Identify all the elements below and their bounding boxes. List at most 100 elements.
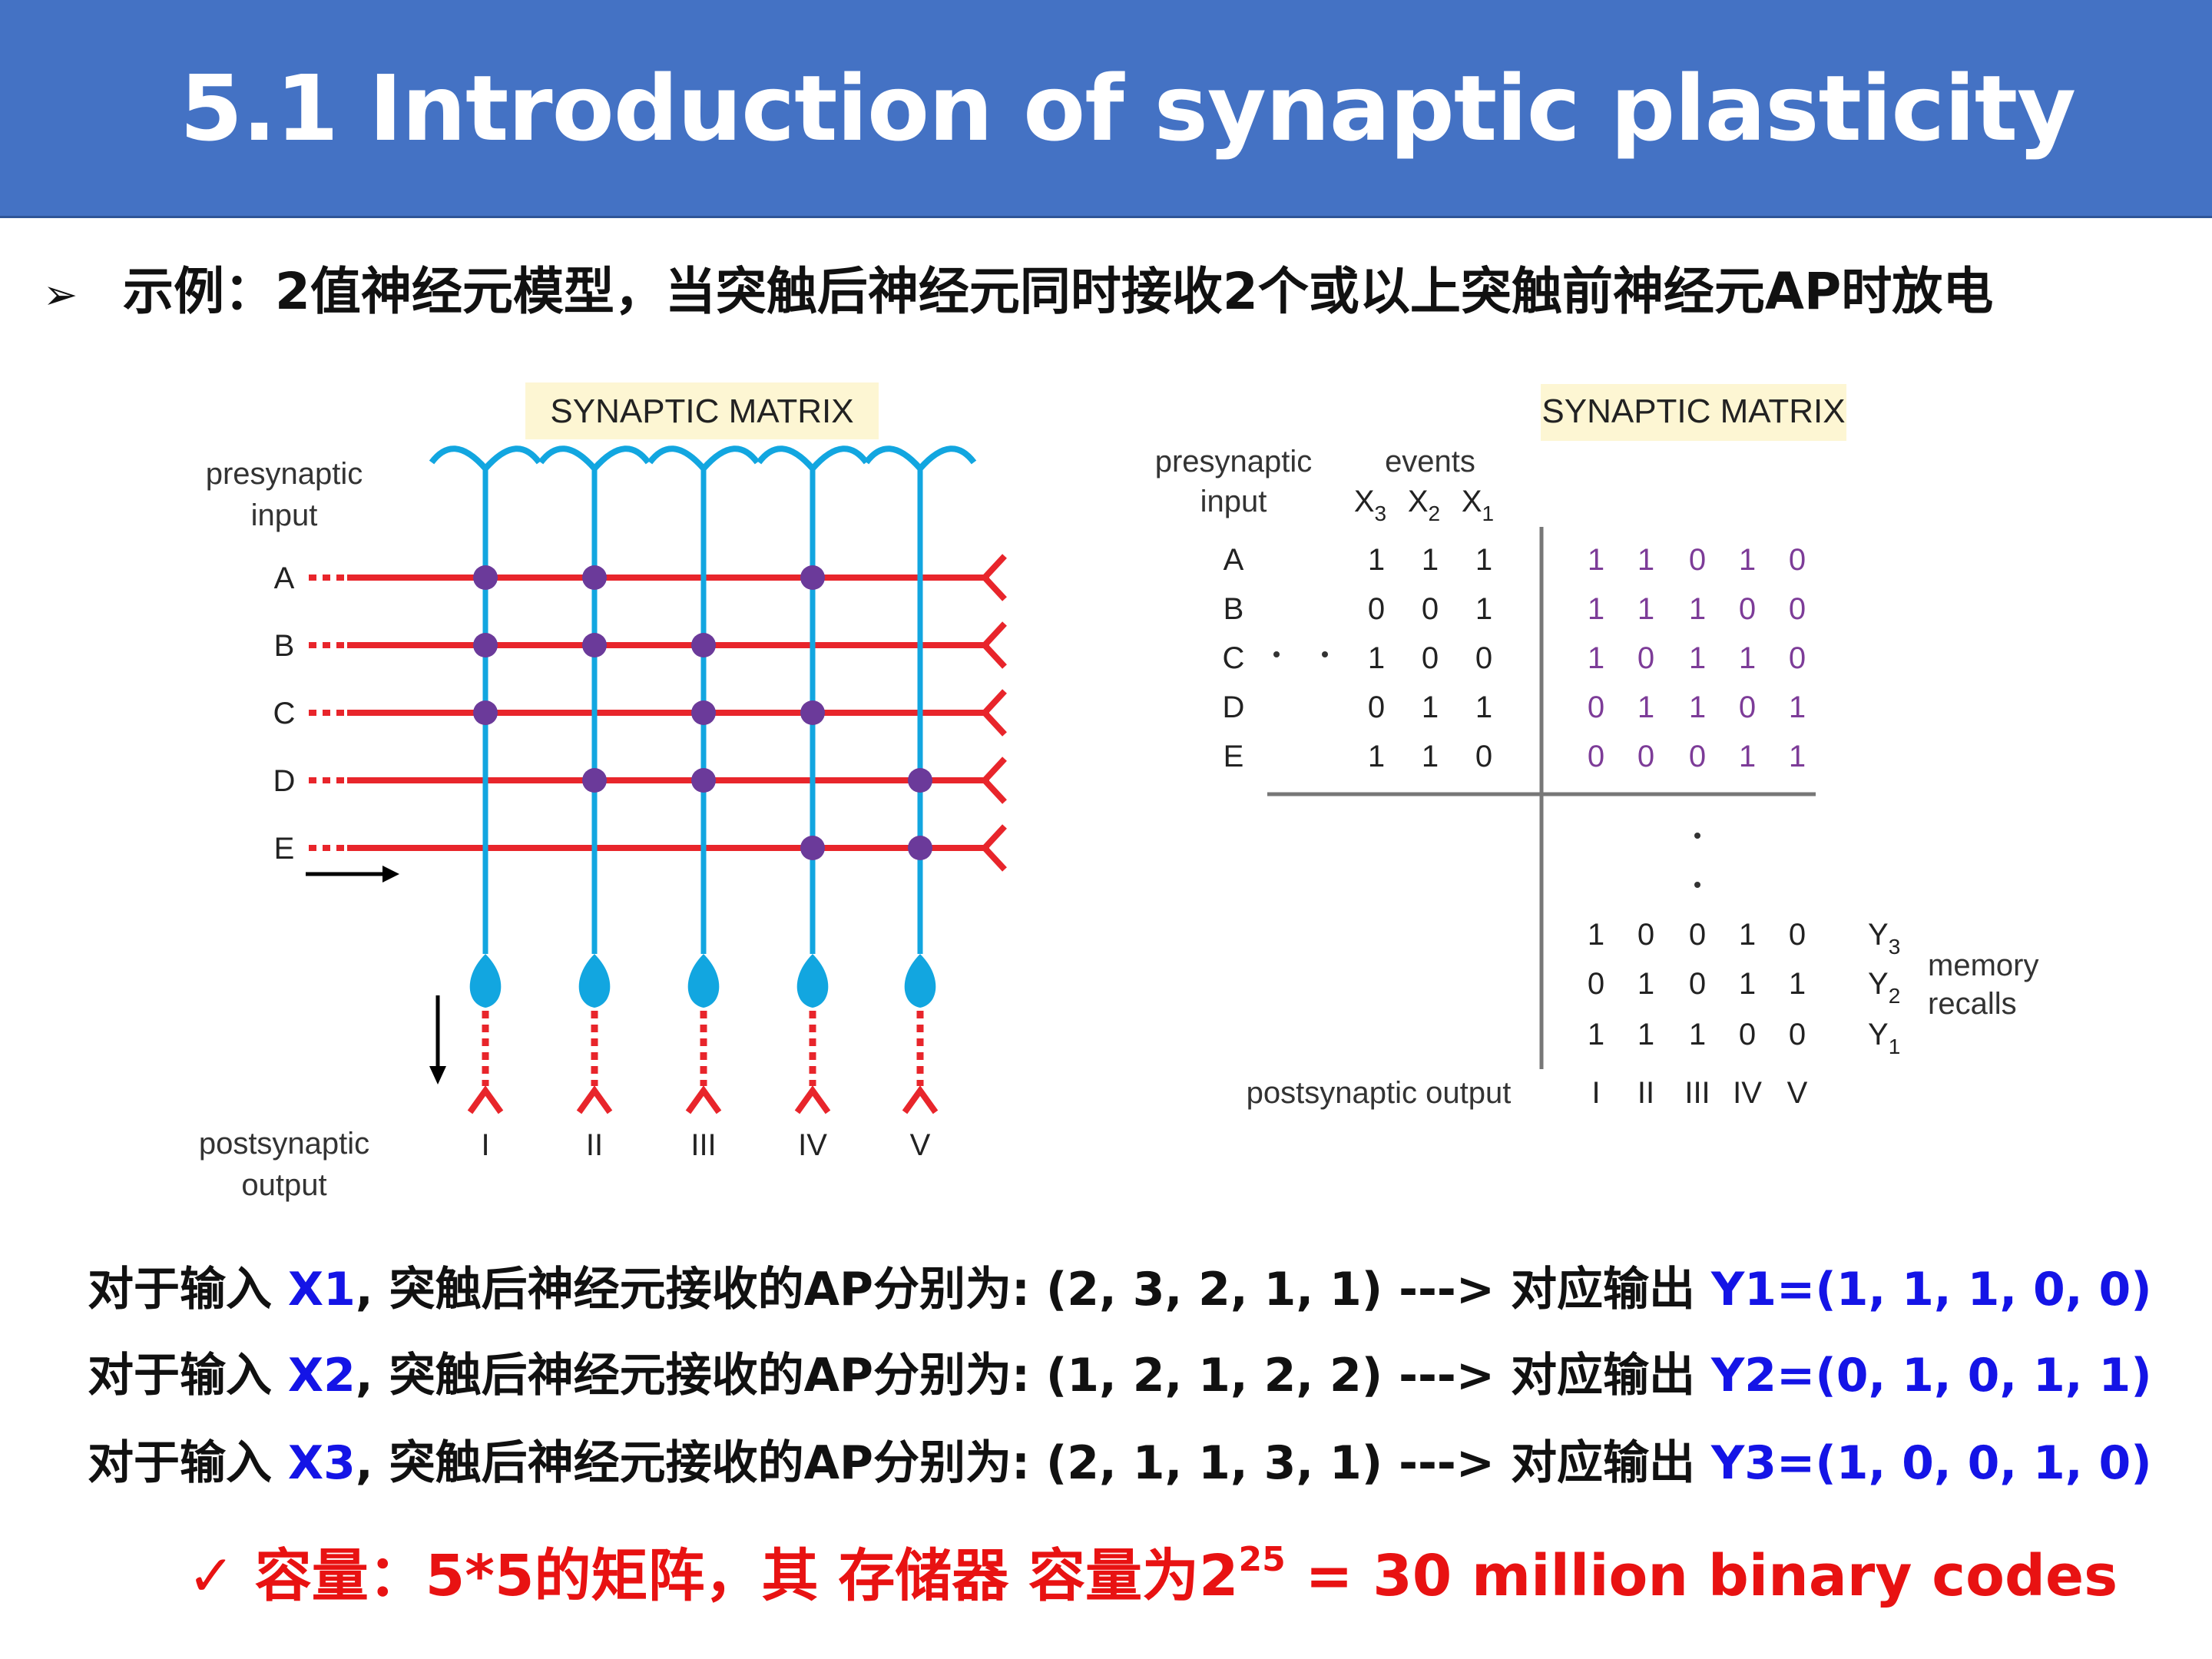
capacity-note: ✓ 容量：5*5的矩阵，其 存储器 容量为225 = 30 million bi… <box>187 1530 2118 1612</box>
event-header: X1 <box>1462 485 1494 525</box>
row-label: A <box>274 561 295 595</box>
matrix-weight: 1 <box>1739 543 1756 577</box>
ellipsis-dot <box>1273 651 1280 657</box>
line-prefix: 对于输入 <box>88 1263 288 1316</box>
right-presynaptic-label-2: input <box>1200 485 1267 518</box>
example-bullet: ➢示例：2值神经元模型，当突触后神经元同时接收2个或以上突触前神经元AP时放电 <box>43 250 1993 324</box>
presynaptic-axon <box>309 689 1007 737</box>
matrix-weight: 0 <box>1588 740 1604 773</box>
matrix-weight: 0 <box>1637 641 1654 675</box>
column-label: III <box>1684 1076 1710 1110</box>
synapse-dot <box>800 565 825 590</box>
vertical-arrow-head <box>429 1066 446 1084</box>
event-value: 1 <box>1475 592 1492 626</box>
input-line-1: 对于输入 X1, 突触后神经元接收的AP分别为: (2, 3, 2, 1, 1)… <box>88 1252 2152 1319</box>
left-banner: SYNAPTIC MATRIX <box>550 392 853 430</box>
presynaptic-label-1: presynaptic <box>206 457 363 491</box>
row-label: D <box>273 764 296 798</box>
recall-label: Y2 <box>1868 967 1900 1008</box>
presynaptic-label-2: input <box>251 498 318 532</box>
event-value: 1 <box>1368 740 1385 773</box>
matrix-weight: 1 <box>1588 543 1604 577</box>
cell-body <box>469 954 502 1008</box>
input-name: X2 <box>287 1349 356 1402</box>
cell-body <box>904 954 936 1008</box>
line-middle: , 突触后神经元接收的AP分别为: (2, 1, 1, 3, 1) ---> 对… <box>355 1436 1711 1490</box>
matrix-weight: 1 <box>1588 592 1604 626</box>
row-label: B <box>1224 592 1244 626</box>
presynaptic-axon <box>309 824 1007 872</box>
input-line-3: 对于输入 X3, 突触后神经元接收的AP分别为: (2, 1, 1, 3, 1)… <box>88 1426 2152 1492</box>
matrix-weight: 1 <box>1689 592 1706 626</box>
synapse-dot <box>691 768 716 793</box>
synapse-dot <box>908 768 932 793</box>
matrix-weight: 1 <box>1689 690 1706 724</box>
axon-terminal <box>980 621 1007 669</box>
events-label: events <box>1385 445 1475 478</box>
dendrite-branch <box>429 445 488 471</box>
event-value: 0 <box>1475 641 1492 675</box>
event-value: 1 <box>1422 543 1439 577</box>
memory-label-2: recalls <box>1928 987 2017 1021</box>
synapse-dot <box>691 633 716 657</box>
column-label: I <box>481 1128 489 1162</box>
recall-value: 0 <box>1588 967 1604 1001</box>
matrix-weight: 1 <box>1637 690 1654 724</box>
capacity-text: 容量：5*5的矩阵，其 存储器 容量为2 <box>254 1543 1239 1609</box>
output-vector: Y2=(0, 1, 0, 1, 1) <box>1710 1349 2152 1402</box>
presynaptic-axon <box>309 757 1007 804</box>
ellipsis-dot <box>1322 651 1328 657</box>
row-label: D <box>1223 690 1245 724</box>
matrix-weight: 1 <box>1689 641 1706 675</box>
title-bar: 5.1 Introduction of synaptic plasticity <box>0 0 2212 218</box>
recall-value: 0 <box>1789 1018 1806 1051</box>
dendrite-branch <box>538 445 597 471</box>
example-text: 示例：2值神经元模型，当突触后神经元同时接收2个或以上突触前神经元AP时放电 <box>123 262 1994 321</box>
recall-value: 1 <box>1689 1018 1706 1051</box>
horizontal-arrow-head <box>382 866 399 882</box>
right-banner: SYNAPTIC MATRIX <box>1541 392 1845 430</box>
output-vector: Y1=(1, 1, 1, 0, 0) <box>1710 1263 2152 1316</box>
recall-value: 1 <box>1637 1018 1654 1051</box>
line-prefix: 对于输入 <box>88 1349 288 1402</box>
memory-label-1: memory <box>1928 949 2038 982</box>
event-value: 0 <box>1422 641 1439 675</box>
matrix-weight: 0 <box>1789 543 1806 577</box>
presynaptic-axon <box>309 621 1007 669</box>
recall-value: 1 <box>1588 1018 1604 1051</box>
postsynaptic-neuron <box>863 445 977 1114</box>
matrix-weight: 1 <box>1588 641 1604 675</box>
synapse-dot <box>473 633 498 657</box>
column-label: IV <box>798 1128 827 1162</box>
right-presynaptic-label-1: presynaptic <box>1155 445 1313 478</box>
dendrite-branch <box>918 445 977 471</box>
synaptic-matrix-table: SYNAPTIC MATRIX presynaptic input events… <box>1155 384 2038 1110</box>
synapse-dot <box>800 700 825 725</box>
capacity-tail: = 30 million binary codes <box>1285 1543 2118 1609</box>
event-value: 1 <box>1368 543 1385 577</box>
event-value: 0 <box>1422 592 1439 626</box>
column-label: III <box>690 1128 716 1162</box>
output-terminal <box>685 1085 722 1114</box>
row-label: A <box>1224 543 1244 577</box>
synapse-dot <box>582 565 607 590</box>
axon-terminal <box>980 757 1007 804</box>
recall-value: 1 <box>1739 918 1756 952</box>
synapse-dot <box>800 836 825 860</box>
check-icon: ✓ <box>187 1543 236 1609</box>
recall-value: 1 <box>1637 967 1654 1001</box>
event-header: X2 <box>1408 485 1440 525</box>
cell-body <box>687 954 720 1008</box>
output-terminal <box>794 1085 831 1114</box>
ellipsis-dot <box>1694 882 1700 888</box>
matrix-weight: 1 <box>1637 592 1654 626</box>
row-label: C <box>273 697 296 730</box>
column-label: V <box>1787 1076 1808 1110</box>
line-middle: , 突触后神经元接收的AP分别为: (1, 2, 1, 2, 2) ---> 对… <box>355 1349 1711 1402</box>
column-label: IV <box>1733 1076 1762 1110</box>
synapse-dot <box>691 700 716 725</box>
matrix-weight: 0 <box>1789 641 1806 675</box>
event-header: X3 <box>1354 485 1386 525</box>
dendrite-branch <box>756 445 815 471</box>
matrix-weight: 0 <box>1739 592 1756 626</box>
